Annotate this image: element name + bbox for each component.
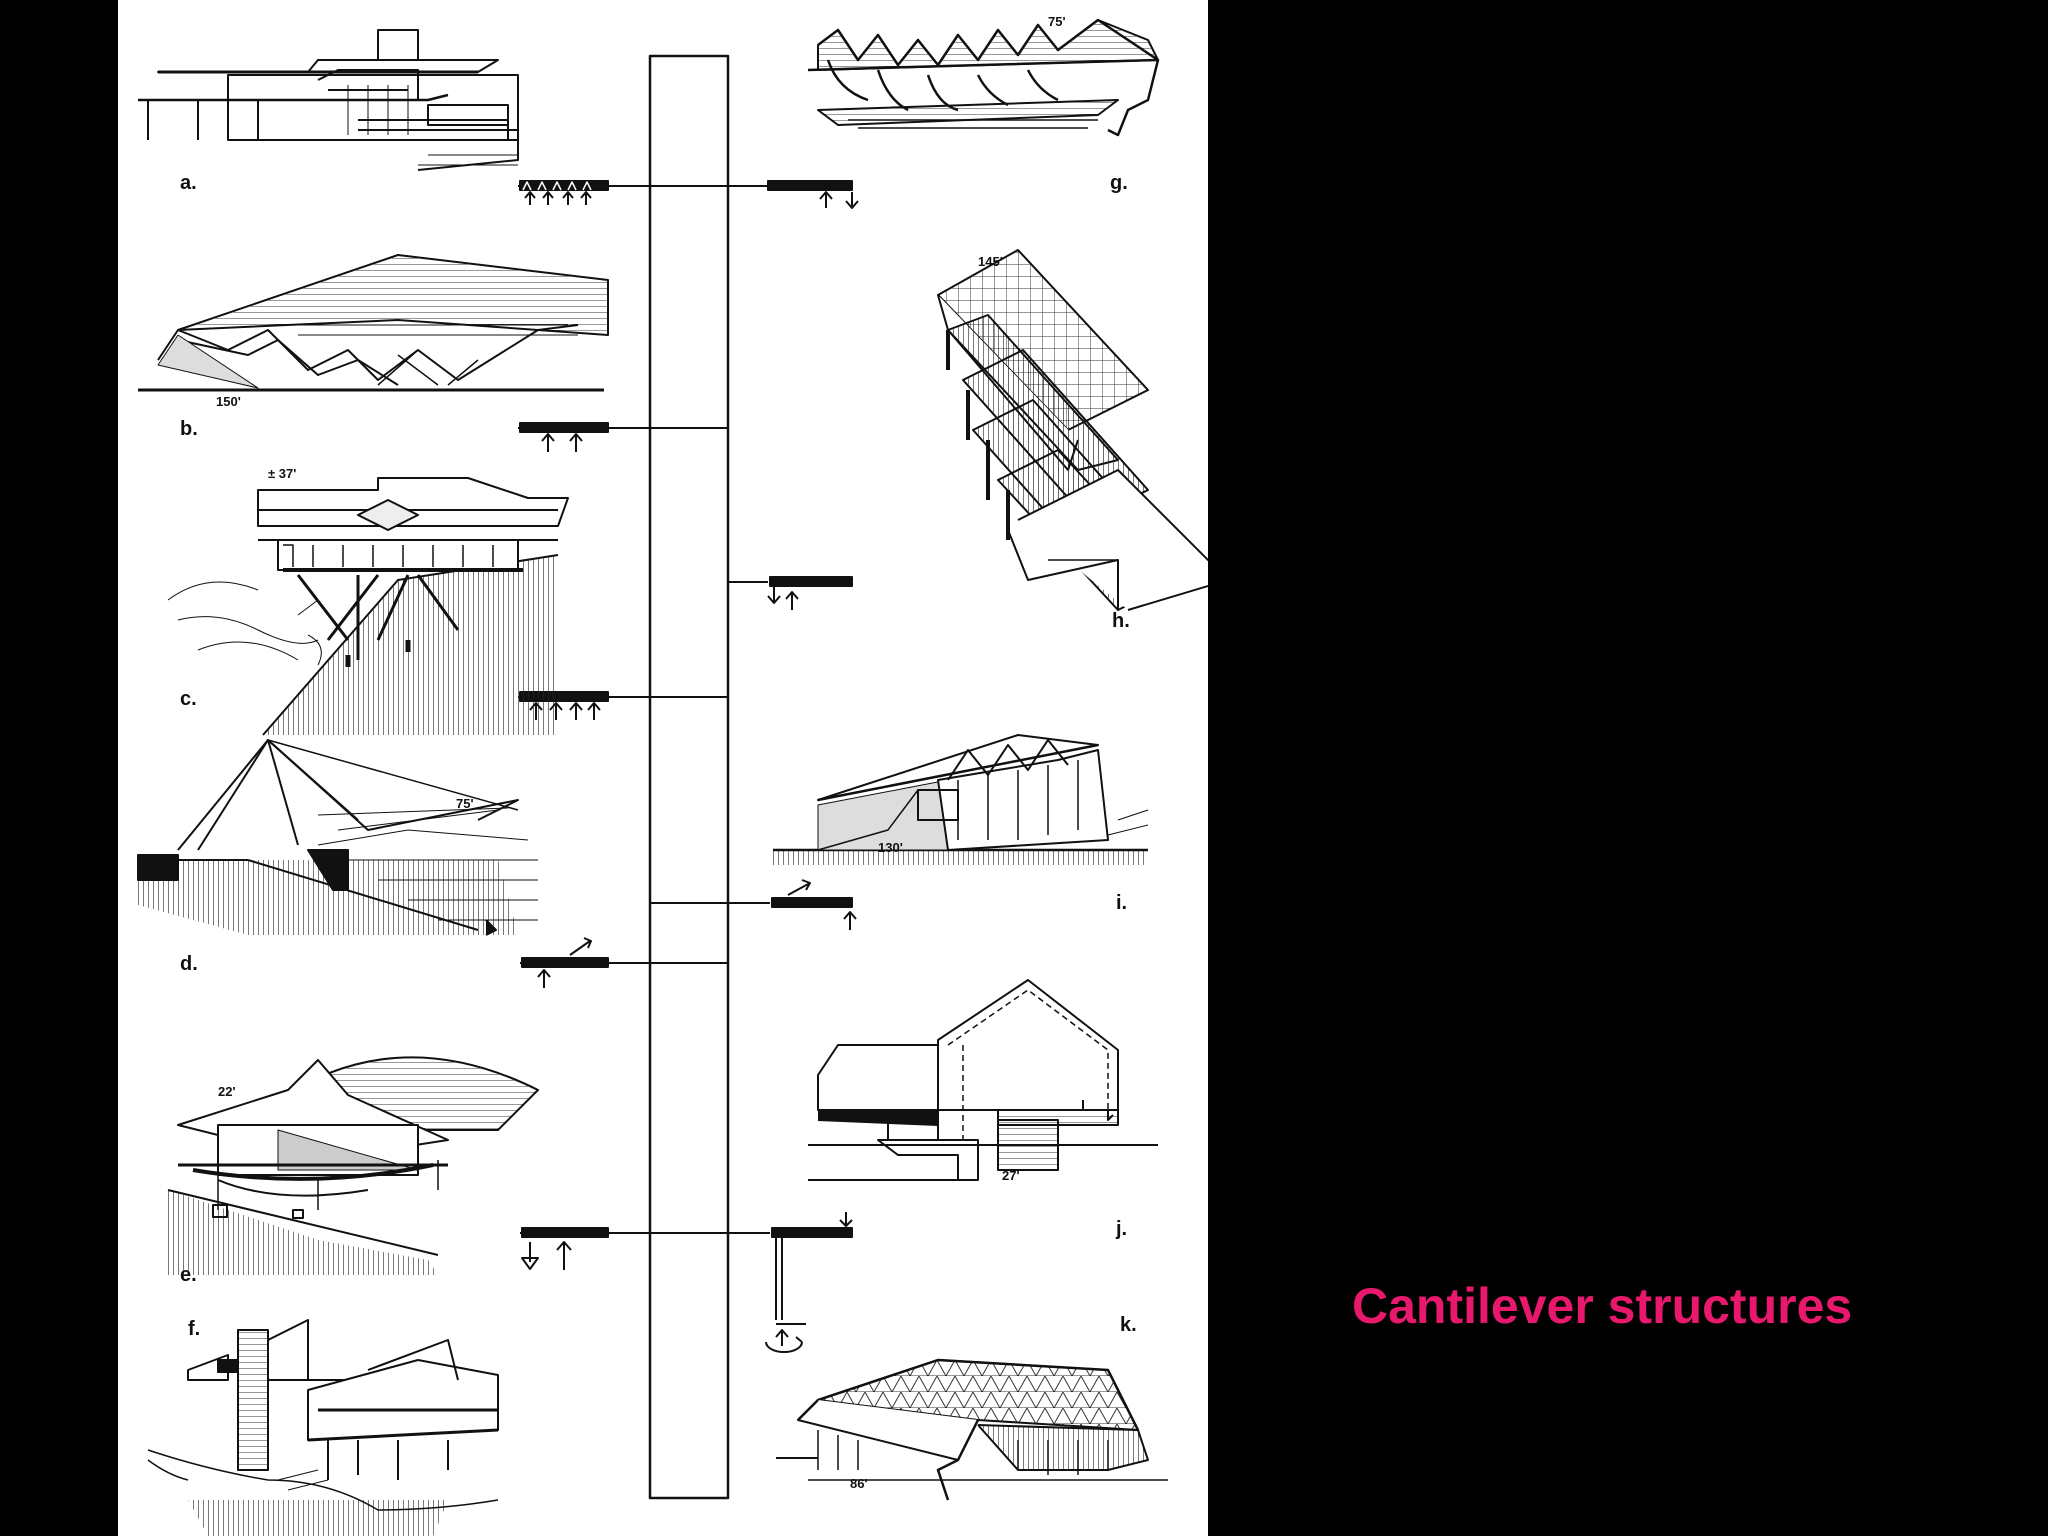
branch-j [650, 1212, 853, 1353]
figure-i-stadium-canopy [773, 734, 1149, 865]
figure-c-hillside-house [167, 477, 569, 736]
figure-e-curved-roof-house [167, 1056, 539, 1275]
figure-label-g: g. [1110, 172, 1128, 194]
figure-label-h: h. [1112, 610, 1130, 632]
figure-g-folded-roof [807, 18, 1160, 137]
figure-label-e: e. [180, 1264, 197, 1286]
central-column [648, 54, 730, 1500]
figure-label-k: k. [1120, 1314, 1137, 1336]
figure-j-cantilever-house [808, 979, 1158, 1181]
figure-d-grandstand [137, 739, 538, 936]
figure-label-c: c. [180, 688, 197, 710]
figure-label-b: b. [180, 418, 198, 440]
branch-h [728, 576, 853, 610]
diagram-drawing [137, 18, 1208, 1536]
figure-label-d: d. [180, 953, 198, 975]
branch-b [518, 422, 728, 452]
branch-d [520, 937, 728, 988]
figure-label-f: f. [188, 1318, 201, 1340]
dimension-i: 130' [878, 840, 903, 855]
figure-a-building [138, 29, 519, 171]
branch-i [650, 879, 857, 930]
figure-label-a: a. [180, 172, 197, 194]
dimension-j: 27' [1002, 1168, 1020, 1183]
dimension-e: 22' [218, 1084, 236, 1099]
dimension-h: 145' [978, 254, 1003, 269]
dimension-c: ± 37' [268, 466, 297, 481]
dimension-d: 75' [456, 796, 474, 811]
dimension-g: 75' [1048, 14, 1066, 29]
figure-label-j: j. [1116, 1218, 1128, 1240]
branch-a [518, 180, 650, 205]
branch-e [520, 1227, 728, 1270]
scanned-diagram-page: a. b. c. d. e. f. g. h. i. j. k. 150' ± … [118, 0, 1208, 1536]
slide-title: Cantilever structures [1352, 1278, 1853, 1334]
branch-g [650, 180, 859, 209]
figure-k-triangulated-pavilion [797, 1358, 1168, 1501]
figure-h-shed-hangar [937, 249, 1208, 611]
figure-f-cantilevered-terraces [147, 1319, 499, 1536]
figure-b-hangar [138, 254, 609, 392]
figure-label-i: i. [1116, 892, 1128, 914]
dimension-b: 150' [216, 394, 241, 409]
dimension-k: 86' [850, 1476, 868, 1491]
